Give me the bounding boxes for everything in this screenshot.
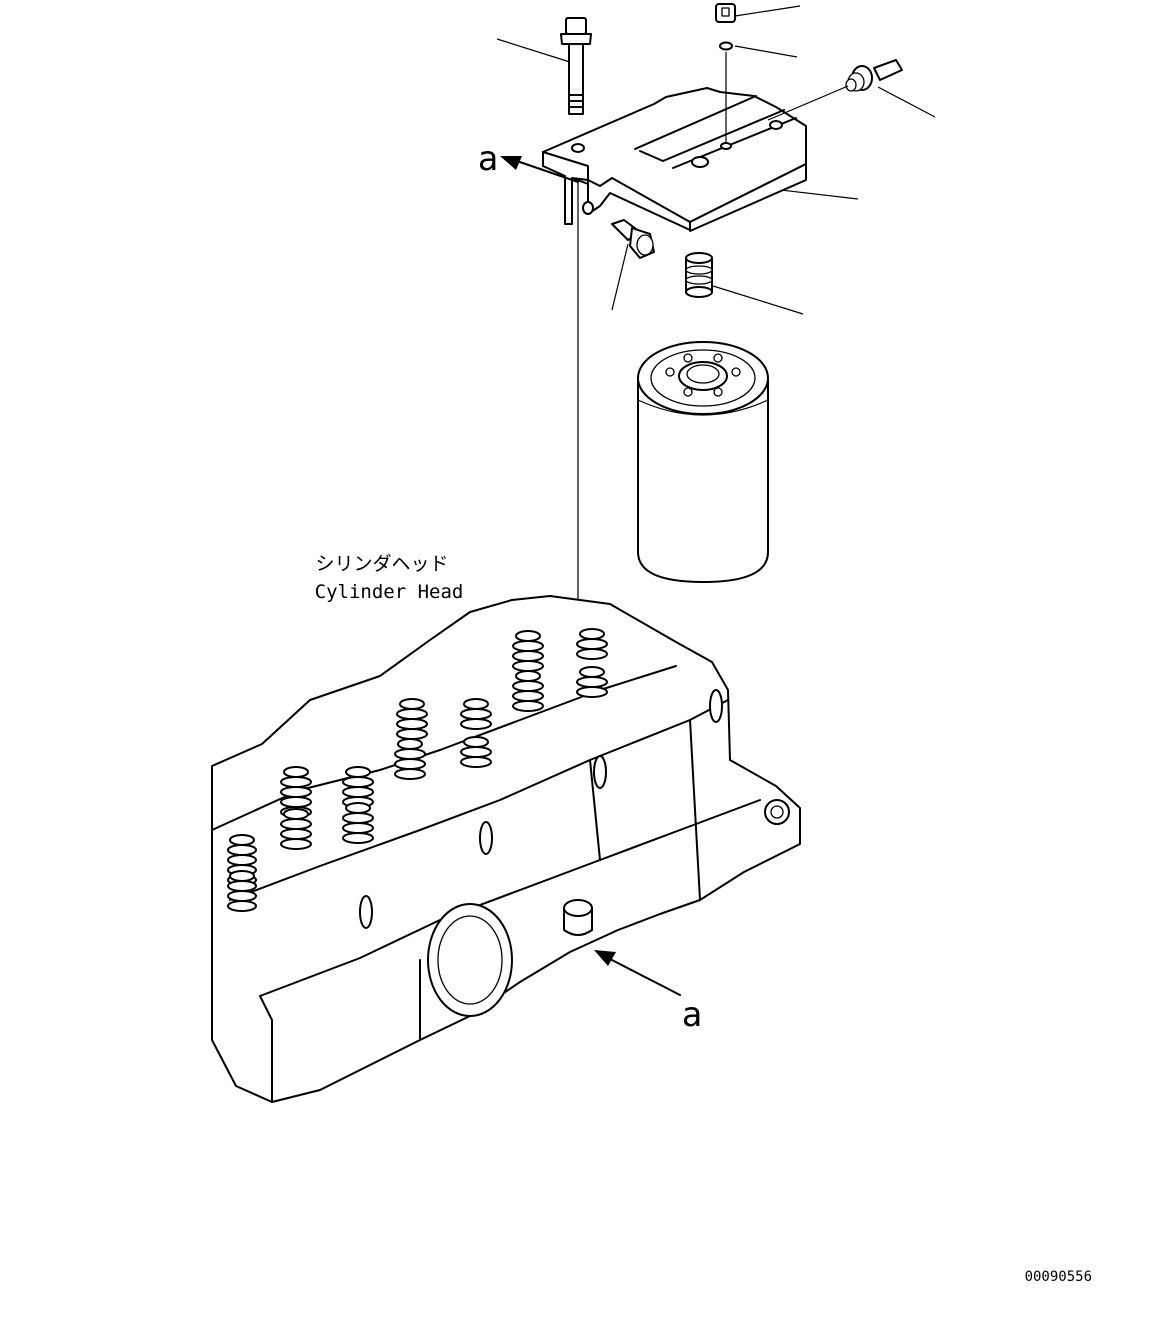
fitting bbox=[845, 59, 903, 92]
leader-long-bolt bbox=[496, 38, 571, 63]
cylinder-head-label-jp: シリンダヘッド bbox=[315, 553, 448, 575]
view-marker-bottom-label: a bbox=[682, 995, 702, 1035]
leader-connector bbox=[712, 285, 804, 315]
long-bolt-flange bbox=[560, 33, 592, 45]
bracket-hole-2 bbox=[691, 156, 709, 168]
long-bolt bbox=[560, 17, 592, 115]
arrow-head-bottom bbox=[594, 950, 616, 966]
filter-cartridge bbox=[637, 341, 769, 583]
bracket-hole-1 bbox=[571, 143, 585, 153]
o-ring bbox=[719, 41, 733, 51]
short-bolt bbox=[611, 219, 655, 259]
view-marker-top: a bbox=[478, 139, 579, 183]
bracket-hole-4 bbox=[769, 120, 783, 130]
drawing-number: 00090556 bbox=[1025, 1269, 1092, 1285]
bracket-front-wall bbox=[542, 151, 589, 225]
bracket-hole-3 bbox=[720, 142, 732, 150]
cylinder-head-label-en: Cylinder Head bbox=[315, 581, 464, 603]
bracket-side-hole bbox=[582, 201, 594, 215]
arrow-head-top bbox=[500, 156, 522, 170]
long-bolt-shank bbox=[568, 43, 584, 115]
mounting-boss bbox=[563, 899, 593, 917]
long-bolt-head bbox=[565, 17, 587, 35]
cylinder-head bbox=[211, 595, 801, 1103]
filter-bracket bbox=[542, 52, 849, 232]
plug bbox=[715, 3, 736, 23]
cylinder-head-outline bbox=[211, 595, 801, 1103]
view-marker-bottom: a bbox=[594, 950, 702, 1035]
leader-o-ring bbox=[734, 45, 798, 58]
leader-plug bbox=[734, 5, 801, 17]
valve-springs bbox=[227, 628, 608, 912]
leader-short-bolt bbox=[611, 243, 629, 311]
bracket-side-face bbox=[689, 163, 807, 232]
leader-fitting bbox=[877, 86, 936, 118]
connector bbox=[685, 252, 713, 298]
view-marker-top-label: a bbox=[478, 139, 498, 179]
